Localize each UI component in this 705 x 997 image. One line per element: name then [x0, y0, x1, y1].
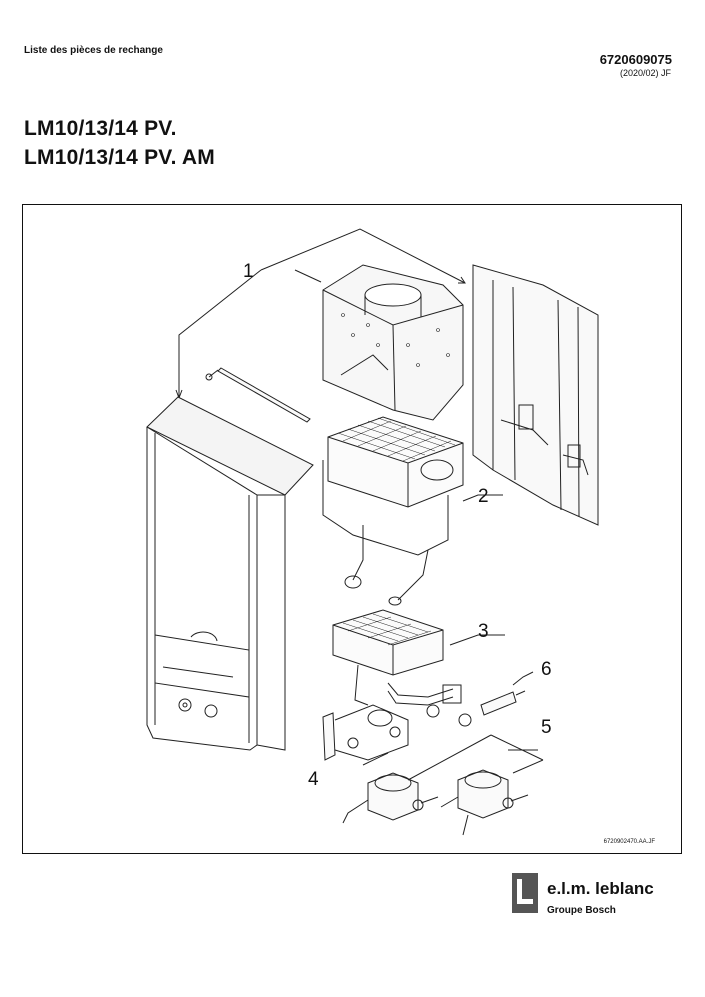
heat-exchanger	[322, 416, 464, 606]
callout-5: 5	[541, 717, 552, 738]
document-type: Liste des pièces de rechange	[24, 45, 163, 56]
spark-part-6	[458, 690, 526, 727]
document-date: (2020/02) JF	[619, 68, 671, 78]
leblanc-logo-icon	[512, 873, 538, 913]
diagram-reference: 6720902470.AA.JF	[603, 839, 655, 845]
gas-valve-4	[322, 704, 409, 761]
bracket-1	[175, 228, 466, 400]
callout-1: 1	[243, 261, 254, 282]
exploded-diagram: 1 2 3 4 5 6	[22, 204, 682, 854]
callout-6: 6	[541, 659, 552, 680]
front-casing	[146, 396, 314, 751]
brand-name: e.l.m. leblanc	[547, 879, 654, 898]
burner	[332, 609, 444, 706]
document-number: 6720609075	[599, 52, 672, 67]
brand-group: Groupe Bosch	[547, 905, 616, 916]
water-valve-5a	[342, 772, 439, 824]
flue-hood	[322, 264, 464, 421]
callout-4: 4	[308, 769, 319, 790]
callout-2: 2	[478, 486, 489, 507]
model-title-1: LM10/13/14 PV.	[24, 117, 177, 140]
mounting-rod	[205, 367, 311, 423]
model-title-2: LM10/13/14 PV. AM	[24, 146, 215, 169]
back-panel	[472, 264, 599, 526]
gas-pipe	[387, 682, 462, 718]
callout-3: 3	[478, 621, 489, 642]
water-valve-5b	[440, 769, 529, 836]
callout-leaders	[362, 494, 544, 781]
brand-logo: e.l.m. leblanc Groupe Bosch	[512, 873, 662, 921]
